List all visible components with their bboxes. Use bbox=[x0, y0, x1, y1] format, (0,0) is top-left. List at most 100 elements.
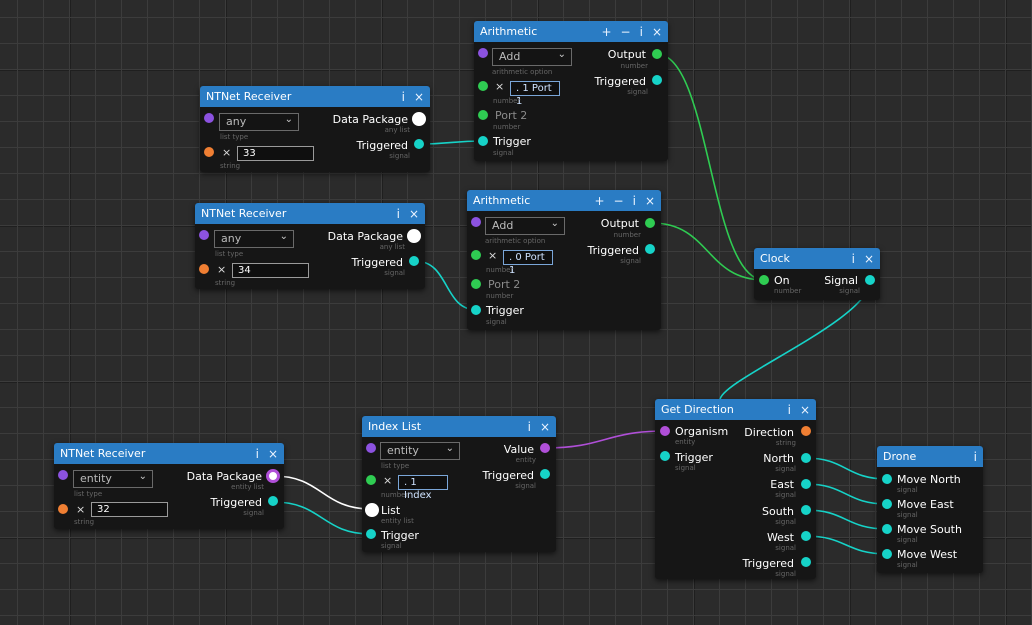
port1-input[interactable]: . 1 Port 1 bbox=[510, 81, 560, 107]
triggered-port[interactable] bbox=[801, 557, 811, 567]
plus-icon[interactable]: + bbox=[601, 24, 612, 39]
organism-port[interactable] bbox=[660, 426, 670, 436]
info-icon[interactable]: i bbox=[632, 193, 636, 208]
minus-icon[interactable]: − bbox=[620, 24, 631, 39]
index-port[interactable] bbox=[366, 475, 376, 485]
triggered-port[interactable] bbox=[652, 75, 662, 85]
node-header[interactable]: Index List i × bbox=[362, 416, 556, 437]
trigger-port[interactable] bbox=[366, 529, 376, 539]
data-package-port[interactable] bbox=[266, 469, 280, 483]
trigger-port[interactable] bbox=[471, 305, 481, 315]
filter-input[interactable]: 34 bbox=[232, 263, 309, 278]
north-port[interactable] bbox=[801, 453, 811, 463]
arithmetic-node-2[interactable]: Arithmetic + − i × Add ⌄ arithmetic opti… bbox=[467, 190, 661, 330]
ntnet-receiver-node-3[interactable]: NTNet Receiver i × entity ⌄ list type × … bbox=[54, 443, 284, 529]
output-port[interactable] bbox=[645, 218, 655, 228]
node-header[interactable]: NTNet Receiver i × bbox=[195, 203, 425, 224]
on-port[interactable] bbox=[759, 275, 769, 285]
triggered-port[interactable] bbox=[409, 256, 419, 266]
clear-icon[interactable]: × bbox=[76, 503, 86, 516]
node-header[interactable]: Clock i × bbox=[754, 248, 880, 269]
move-north-port[interactable] bbox=[882, 474, 892, 484]
clear-icon[interactable]: × bbox=[222, 146, 232, 159]
plus-icon[interactable]: + bbox=[594, 193, 605, 208]
trigger-port[interactable] bbox=[660, 451, 670, 461]
info-icon[interactable]: i bbox=[787, 402, 791, 417]
west-port[interactable] bbox=[801, 531, 811, 541]
port2-port[interactable] bbox=[471, 279, 481, 289]
get-direction-node[interactable]: Get Direction i × Organism entity Trigge… bbox=[655, 399, 816, 579]
trigger-port[interactable] bbox=[478, 136, 488, 146]
node-header[interactable]: NTNet Receiver i × bbox=[200, 86, 430, 107]
node-header[interactable]: NTNet Receiver i × bbox=[54, 443, 284, 464]
index-input[interactable]: . 1 Index bbox=[398, 475, 448, 501]
operation-select[interactable]: Add ⌄ bbox=[485, 217, 565, 235]
node-header[interactable]: Get Direction i × bbox=[655, 399, 816, 420]
filter-port[interactable] bbox=[58, 504, 68, 514]
close-icon[interactable]: × bbox=[651, 24, 662, 39]
info-icon[interactable]: i bbox=[396, 206, 400, 221]
close-icon[interactable]: × bbox=[408, 206, 419, 221]
filter-port[interactable] bbox=[204, 147, 214, 157]
port2-port[interactable] bbox=[478, 110, 488, 120]
ntnet-receiver-node-2[interactable]: NTNet Receiver i × any ⌄ list type × 34 … bbox=[195, 203, 425, 289]
triggered-port[interactable] bbox=[268, 496, 278, 506]
list-type-select[interactable]: entity ⌄ bbox=[380, 442, 460, 460]
port1-port[interactable] bbox=[478, 81, 488, 91]
list-type-select[interactable]: any ⌄ bbox=[214, 230, 294, 248]
port1-port[interactable] bbox=[471, 250, 481, 260]
operation-port[interactable] bbox=[478, 48, 488, 58]
move-west-port[interactable] bbox=[882, 549, 892, 559]
minus-icon[interactable]: − bbox=[613, 193, 624, 208]
clear-icon[interactable]: × bbox=[383, 474, 393, 487]
clock-node[interactable]: Clock i × On number Signal signal bbox=[754, 248, 880, 300]
close-icon[interactable]: × bbox=[799, 402, 810, 417]
node-header[interactable]: Drone i bbox=[877, 446, 983, 467]
output-port[interactable] bbox=[652, 49, 662, 59]
data-package-port[interactable] bbox=[412, 112, 426, 126]
signal-port[interactable] bbox=[865, 275, 875, 285]
filter-input[interactable]: 33 bbox=[237, 146, 314, 161]
clear-icon[interactable]: × bbox=[495, 80, 505, 93]
drone-node[interactable]: Drone i Move North signal Move East sign… bbox=[877, 446, 983, 573]
ntnet-receiver-node-1[interactable]: NTNet Receiver i × any ⌄ list type × 33 … bbox=[200, 86, 430, 172]
operation-select[interactable]: Add ⌄ bbox=[492, 48, 572, 66]
move-south-port[interactable] bbox=[882, 524, 892, 534]
triggered-port[interactable] bbox=[645, 244, 655, 254]
close-icon[interactable]: × bbox=[644, 193, 655, 208]
close-icon[interactable]: × bbox=[267, 446, 278, 461]
list-port[interactable] bbox=[365, 503, 379, 517]
data-package-port[interactable] bbox=[407, 229, 421, 243]
filter-port[interactable] bbox=[199, 264, 209, 274]
clear-icon[interactable]: × bbox=[488, 249, 498, 262]
arithmetic-node-1[interactable]: Arithmetic + − i × Add ⌄ arithmetic opti… bbox=[474, 21, 668, 161]
info-icon[interactable]: i bbox=[851, 251, 855, 266]
info-icon[interactable]: i bbox=[255, 446, 259, 461]
move-east-port[interactable] bbox=[882, 499, 892, 509]
triggered-port[interactable] bbox=[540, 469, 550, 479]
close-icon[interactable]: × bbox=[539, 419, 550, 434]
value-port[interactable] bbox=[540, 443, 550, 453]
close-icon[interactable]: × bbox=[863, 251, 874, 266]
triggered-port[interactable] bbox=[414, 139, 424, 149]
direction-port[interactable] bbox=[801, 426, 811, 436]
list-type-port[interactable] bbox=[58, 470, 68, 480]
clear-icon[interactable]: × bbox=[217, 263, 227, 276]
list-type-port[interactable] bbox=[204, 113, 214, 123]
node-header[interactable]: Arithmetic + − i × bbox=[474, 21, 668, 42]
info-icon[interactable]: i bbox=[973, 449, 977, 464]
close-icon[interactable]: × bbox=[413, 89, 424, 104]
info-icon[interactable]: i bbox=[639, 24, 643, 39]
filter-input[interactable]: 32 bbox=[91, 502, 168, 517]
east-port[interactable] bbox=[801, 479, 811, 489]
node-header[interactable]: Arithmetic + − i × bbox=[467, 190, 661, 211]
list-type-port[interactable] bbox=[366, 443, 376, 453]
south-port[interactable] bbox=[801, 505, 811, 515]
info-icon[interactable]: i bbox=[527, 419, 531, 434]
port1-input[interactable]: . 0 Port 1 bbox=[503, 250, 553, 276]
index-list-node[interactable]: Index List i × entity ⌄ list type × . 1 … bbox=[362, 416, 556, 552]
list-type-port[interactable] bbox=[199, 230, 209, 240]
operation-port[interactable] bbox=[471, 217, 481, 227]
list-type-select[interactable]: any ⌄ bbox=[219, 113, 299, 131]
list-type-select[interactable]: entity ⌄ bbox=[73, 470, 153, 488]
